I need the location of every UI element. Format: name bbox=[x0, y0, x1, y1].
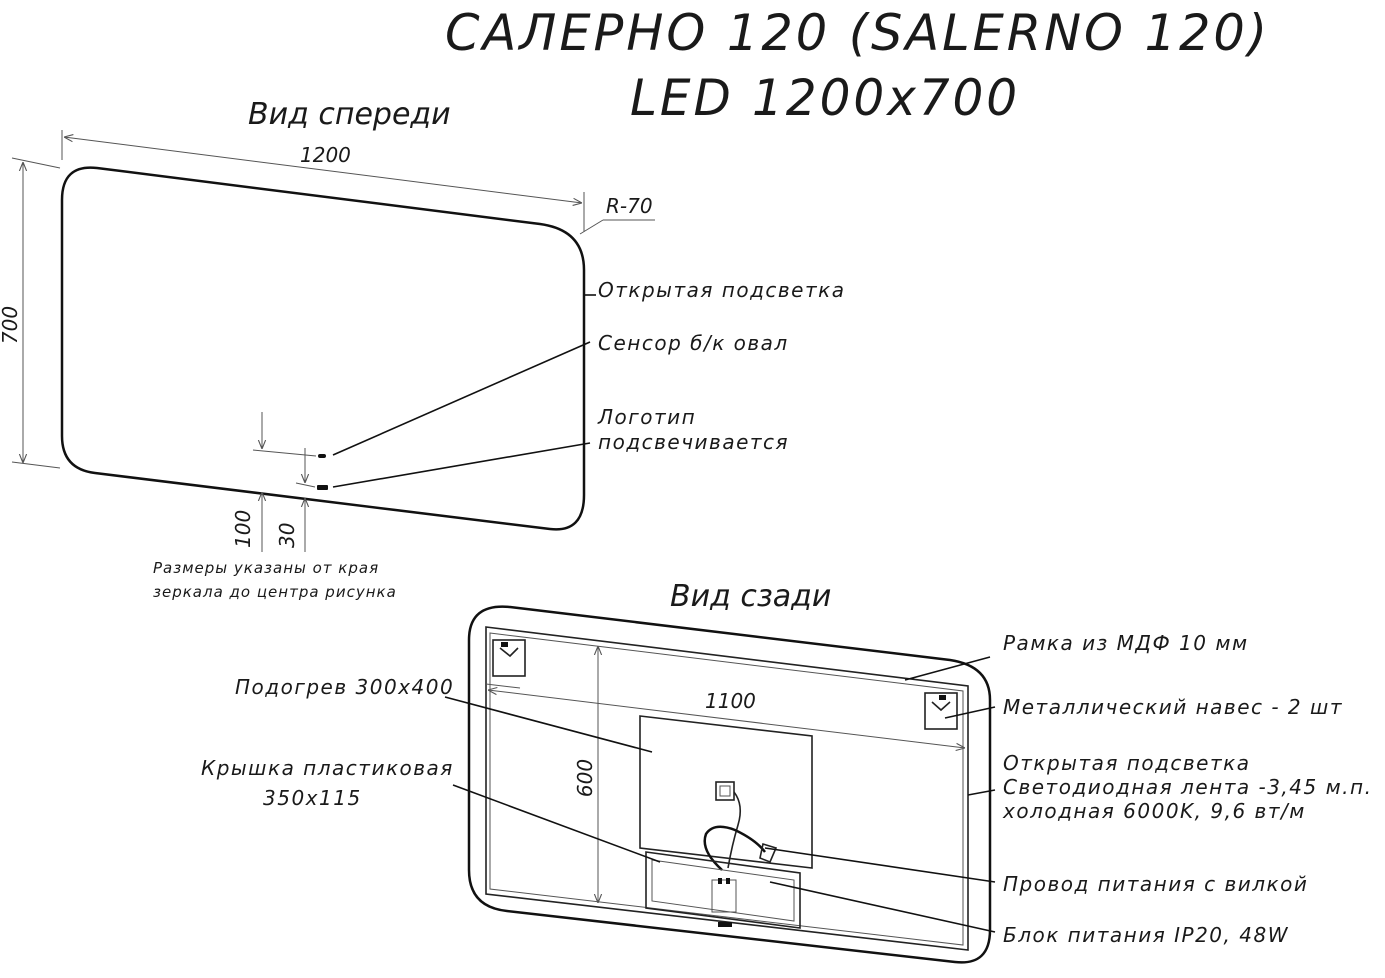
back-mirror-outline bbox=[467, 605, 992, 964]
front-view-heading: Вид спереди bbox=[248, 97, 451, 132]
back-switch bbox=[715, 781, 735, 801]
back-mdf-frame bbox=[485, 626, 969, 951]
front-dim-100: 100 bbox=[231, 510, 255, 548]
back-leader-cable bbox=[764, 847, 996, 883]
back-width-value: 1100 bbox=[705, 689, 756, 713]
front-label-open-light: Открытая подсветка bbox=[598, 278, 845, 302]
back-label-hanger: Металлический навес - 2 шт bbox=[1003, 695, 1343, 719]
front-width-value: 1200 bbox=[300, 143, 351, 167]
back-view-heading: Вид сзади bbox=[670, 579, 831, 614]
front-leader-logo bbox=[332, 442, 591, 488]
front-height-value: 700 bbox=[0, 306, 22, 344]
back-power-cable bbox=[703, 825, 766, 871]
front-radius-callout: R-70 bbox=[579, 194, 655, 235]
back-height-value: 600 bbox=[573, 759, 597, 797]
front-dim-30: 30 bbox=[275, 523, 299, 548]
back-label-led-2: Светодиодная лента -3,45 м.п. bbox=[1003, 775, 1372, 799]
back-label-frame: Рамка из МДФ 10 мм bbox=[1003, 631, 1249, 655]
front-view: Вид спереди 1200 700 R-70 bbox=[0, 97, 845, 601]
front-leader-sensor bbox=[332, 341, 591, 456]
front-label-logo-1: Логотип bbox=[597, 405, 696, 429]
back-hanger-left bbox=[492, 639, 526, 677]
title-block: САЛЕРНО 120 (SALERNO 120) LED 1200x700 bbox=[445, 4, 1270, 127]
back-power-unit bbox=[711, 879, 737, 913]
front-offset-dimensions: 100 30 bbox=[231, 412, 317, 552]
back-hanger-right bbox=[924, 692, 958, 730]
back-switch-cable bbox=[727, 791, 742, 869]
front-radius-value: R-70 bbox=[606, 194, 653, 218]
back-leader-frame bbox=[904, 656, 991, 681]
title-line-2: LED 1200x700 bbox=[630, 69, 1020, 127]
back-height-dimension: 600 bbox=[573, 646, 598, 903]
back-label-led-1: Открытая подсветка bbox=[1003, 751, 1250, 775]
back-leader-hanger bbox=[944, 706, 996, 719]
front-height-dimension: 700 bbox=[0, 157, 61, 469]
front-note-line-1: Размеры указаны от края bbox=[153, 559, 379, 577]
front-mirror-outline bbox=[60, 166, 586, 531]
back-label-psu: Блок питания IP20, 48W bbox=[1003, 923, 1289, 947]
back-label-cable: Провод питания с вилкой bbox=[1003, 872, 1308, 896]
back-label-cover-1: Крышка пластиковая bbox=[201, 756, 454, 780]
front-label-sensor: Сенсор б/к овал bbox=[598, 331, 789, 355]
front-sensor-mark bbox=[318, 454, 326, 458]
back-label-heater: Подогрев 300x400 bbox=[235, 675, 454, 699]
back-label-cover-2: 350x115 bbox=[263, 786, 362, 810]
back-leader-led bbox=[967, 789, 996, 796]
back-label-led-3: холодная 6000K, 9,6 вт/м bbox=[1002, 799, 1306, 823]
back-logo-mark bbox=[718, 922, 732, 927]
back-leader-psu bbox=[769, 881, 996, 933]
back-heater-pad bbox=[639, 715, 813, 869]
back-view: Вид сзади bbox=[201, 579, 1372, 964]
back-plastic-cover bbox=[645, 851, 801, 929]
title-line-1: САЛЕРНО 120 (SALERNO 120) bbox=[445, 4, 1270, 62]
back-leader-cover bbox=[452, 784, 661, 863]
front-label-logo-2: подсвечивается bbox=[598, 430, 789, 454]
front-logo-mark bbox=[317, 485, 328, 490]
back-leader-heater bbox=[444, 696, 653, 753]
front-width-dimension: 1200 bbox=[61, 130, 585, 232]
back-width-dimension: 1100 bbox=[488, 689, 965, 748]
front-note-line-2: зеркала до центра рисунка bbox=[153, 583, 397, 601]
